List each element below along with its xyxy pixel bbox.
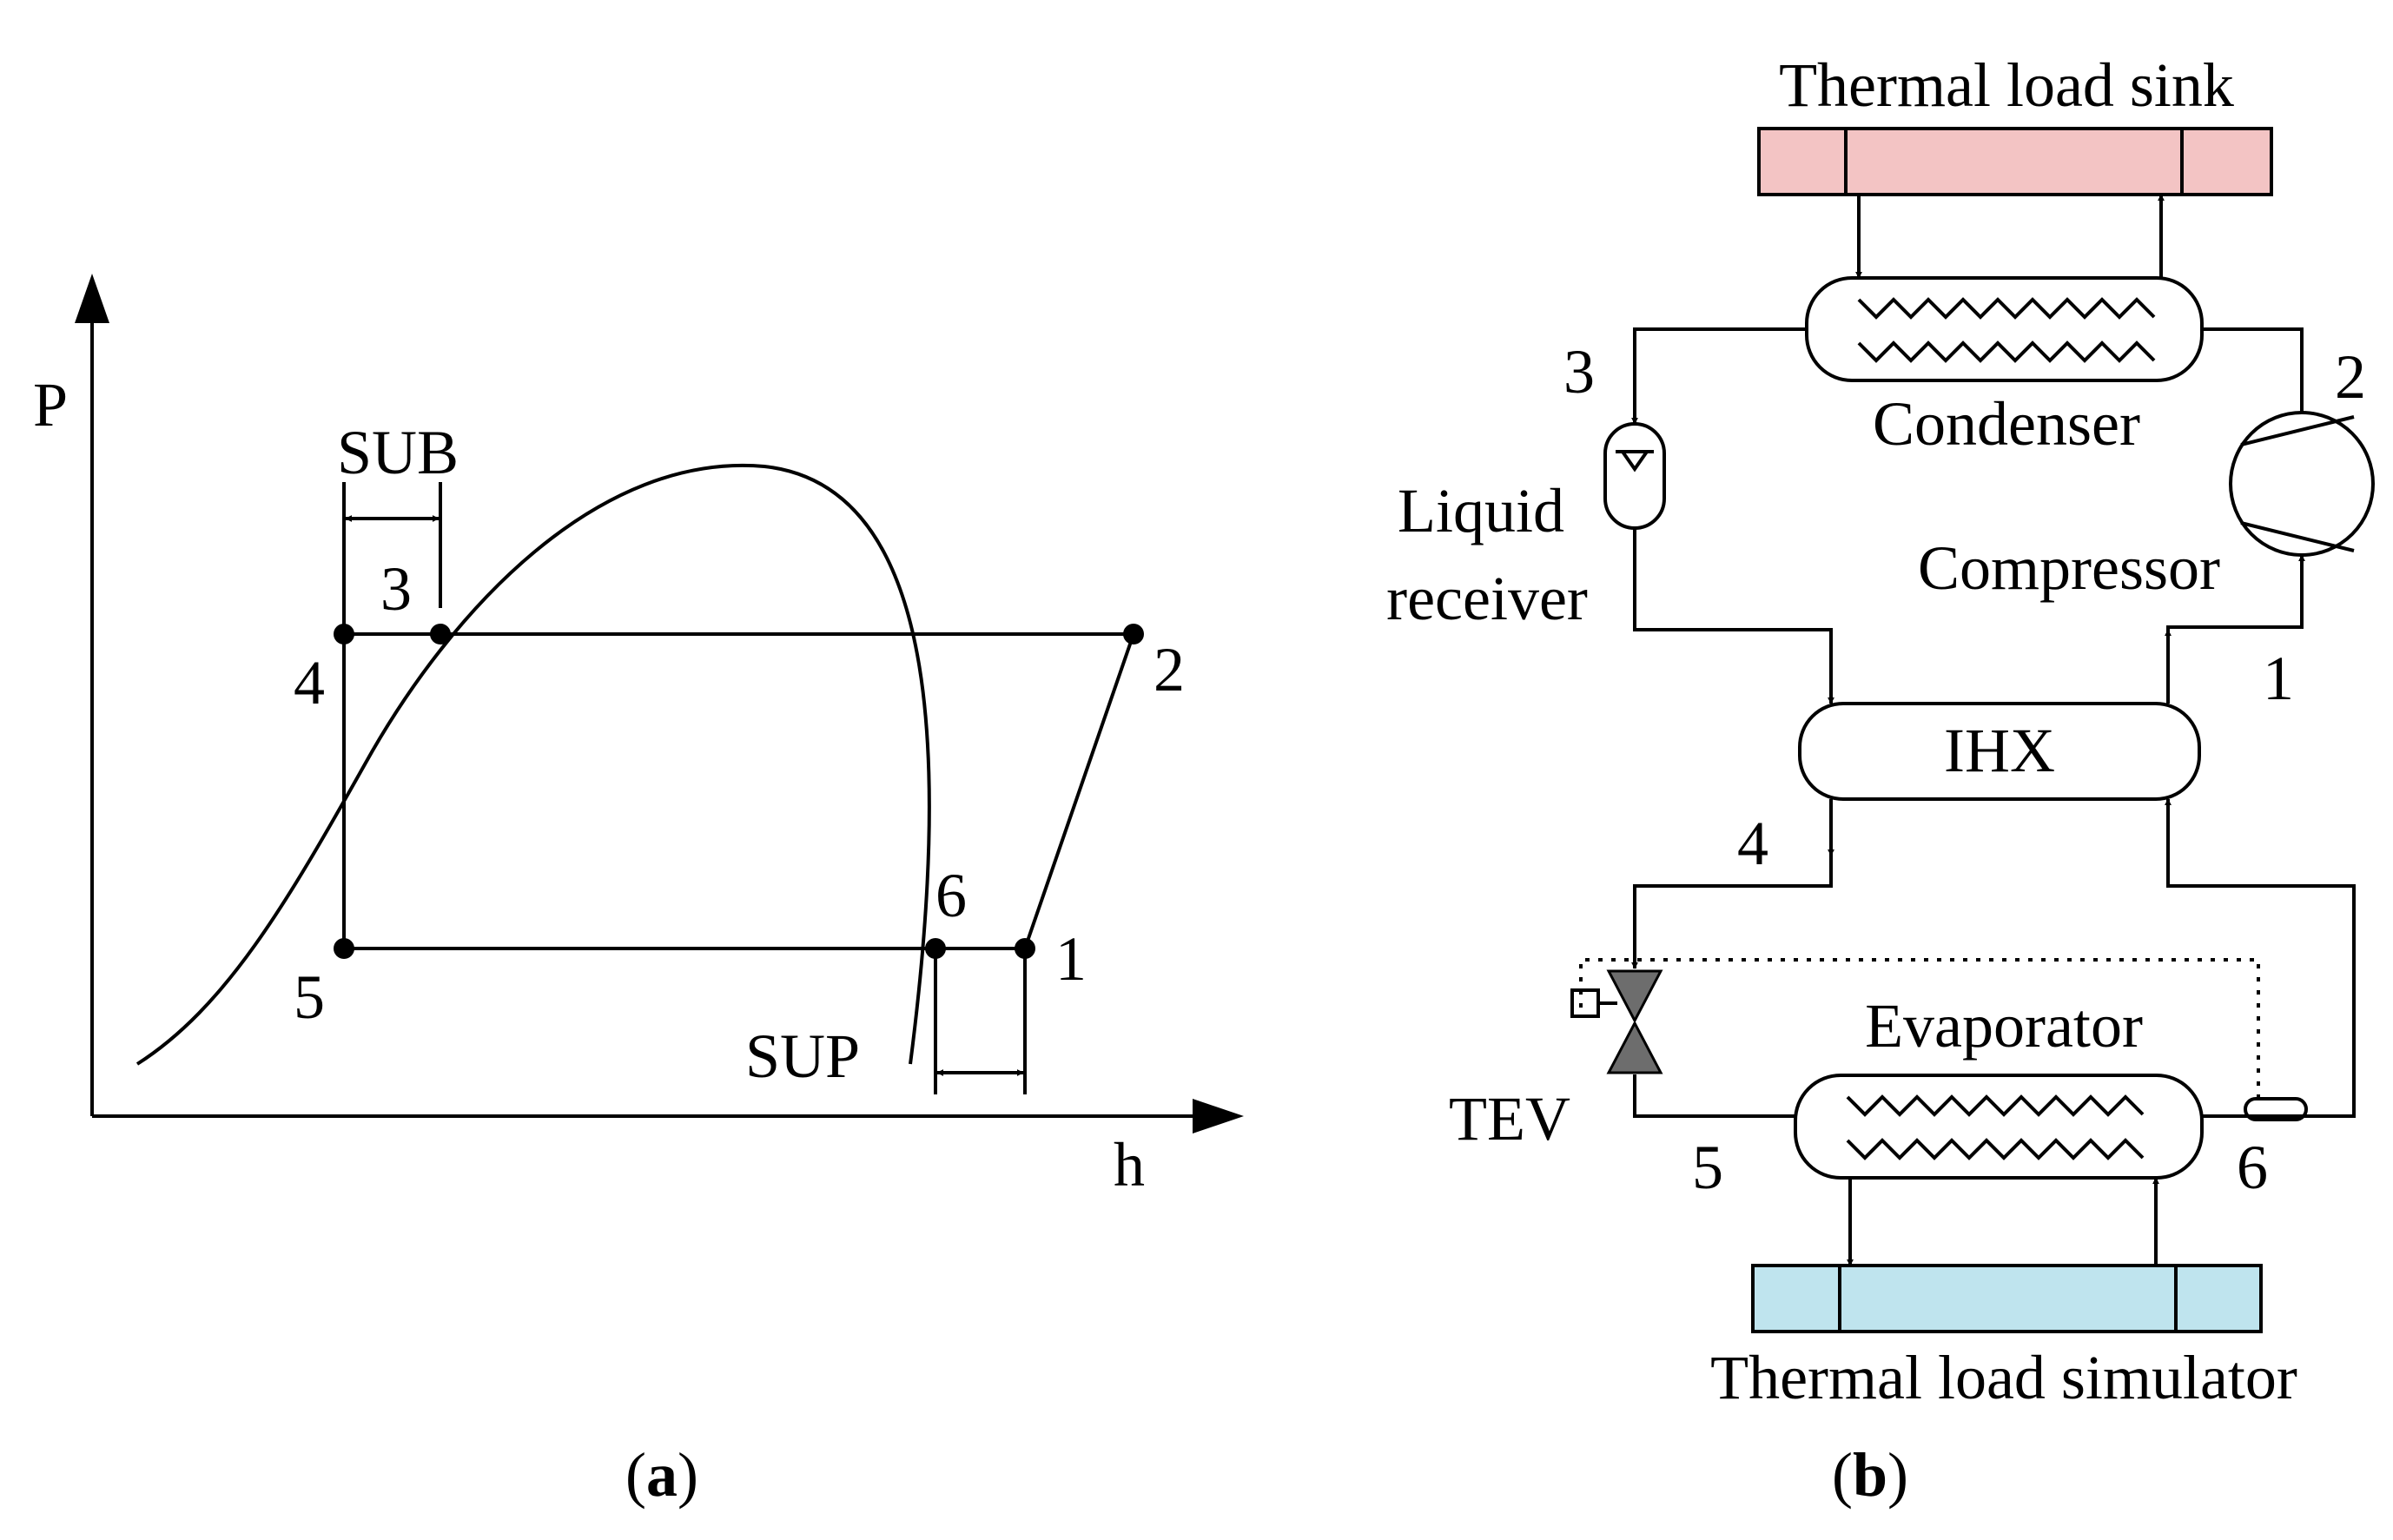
point-label-1: 1 [1055,924,1087,994]
point-label-4: 4 [294,648,325,717]
thermal-load-sink: Thermal load sink [1757,50,2273,196]
h-axis-label: h [1114,1130,1145,1200]
state-point-5 [334,938,354,959]
caption-a-open: ( [625,1440,646,1510]
tev-diaphragm [1570,988,1600,1018]
sink-box [1757,127,2273,196]
sup-label: SUP [745,1021,860,1091]
thermal-load-simulator: Thermal load simulator [1710,1264,2297,1412]
caption-b-open: ( [1832,1440,1853,1510]
point-label-5: 5 [294,962,325,1032]
condenser-vessel [1805,276,2204,382]
ph-labels: P h SUB SUP 3 4 2 5 6 1 [33,370,1185,1200]
node-label-5: 5 [1692,1133,1723,1202]
pipe-ihx-to-compressor [2166,554,2305,704]
node-label-1: 1 [2263,644,2294,713]
state-point-1 [1015,938,1035,959]
caption-a: (a) [625,1440,698,1510]
tev-upper-cone [1606,969,1663,1024]
h-axis-arrow [1193,1099,1244,1134]
state-point-6 [925,938,946,959]
state-point-2 [1123,624,1144,644]
caption-b: (b) [1832,1440,1908,1510]
ph-diagram [75,274,1244,1134]
compressor-vane-bottom [2240,521,2355,552]
liquid-receiver-label-line1: Liquid [1398,476,1564,545]
p-axis-arrow [75,274,109,323]
tev-capillary [1579,958,2260,1099]
evaporator-coil-bottom [1846,1138,2145,1160]
simulator-label: Thermal load simulator [1710,1343,2297,1412]
point-label-2: 2 [1154,635,1185,704]
tev-valve [1606,969,1663,1074]
ph-state-points [334,624,1144,959]
caption-b-close: ) [1887,1440,1908,1510]
point-label-3: 3 [380,554,412,624]
caption-a-letter: a [646,1440,678,1510]
pipe-ihx-to-tev [1631,799,1833,969]
schematic-lines [1570,194,2375,1266]
node-label-4: 4 [1737,809,1768,878]
state-point-3 [430,624,451,644]
evaporator-vessel [1794,1074,2204,1180]
sink-label: Thermal load sink [1779,50,2234,120]
evaporator-coil-top [1846,1094,2145,1117]
ihx-label: IHX [1944,716,2055,785]
point-label-6: 6 [935,861,967,930]
tev-sensing-bulb [2244,1097,2308,1121]
evaporator-label: Evaporator [1865,991,2143,1061]
caption-b-letter: b [1853,1440,1887,1510]
node-label-3: 3 [1563,337,1595,406]
caption-a-close: ) [678,1440,698,1510]
schematic-labels: Condenser Evaporator Compressor IHX Liqu… [1386,337,2366,1202]
simulator-box [1751,1264,2263,1333]
pipe-compressor-to-condenser [2202,327,2304,413]
liquid-receiver-label-line2: receiver [1386,564,1588,633]
state-point-4 [334,624,354,644]
ihx-vessel [1798,702,2201,801]
condenser-label: Condenser [1873,389,2140,459]
saturation-dome [136,463,931,1066]
pipe-condenser-to-receiver [1631,327,1807,425]
liquid-receiver [1603,422,1666,530]
receiver-level-mark [1619,450,1650,473]
compressor-label: Compressor [1918,533,2220,603]
cycle-line-2-1 [1023,633,1135,949]
pipe-evaporator-to-ihx [2165,798,2356,1118]
condenser-coil-top [1857,297,2156,320]
tev-label: TEV [1449,1084,1570,1153]
pipe-tev-to-evaporator [1633,1074,1795,1118]
tev-lower-cone [1606,1020,1663,1074]
compressor-vane-top [2240,415,2355,446]
pipe-receiver-to-ihx [1633,528,1834,704]
sub-label: SUB [337,418,459,487]
node-label-6: 6 [2237,1133,2268,1202]
node-label-2: 2 [2335,342,2366,412]
condenser-coil-bottom [1857,340,2156,363]
compressor-body [2229,411,2375,557]
p-axis-label: P [33,370,68,440]
